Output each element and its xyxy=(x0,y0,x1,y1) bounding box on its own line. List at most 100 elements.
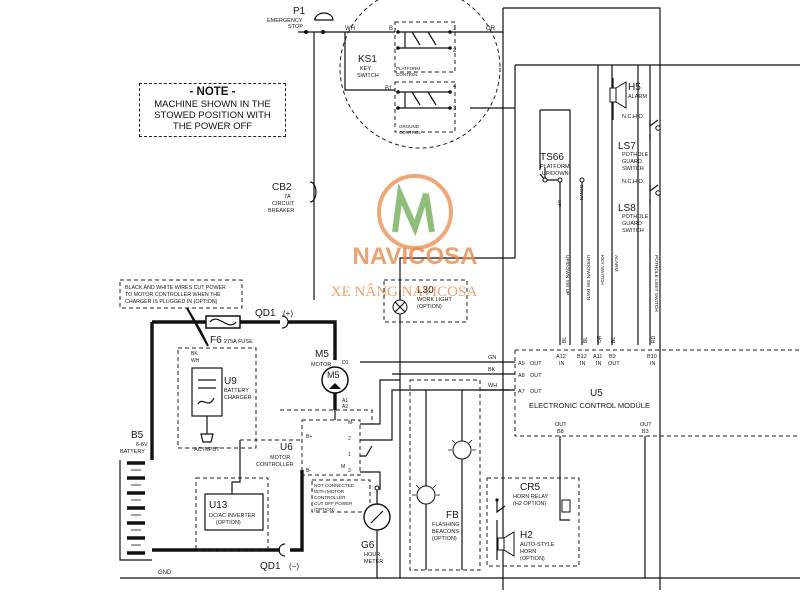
ks1-platform-1: PLATFORM xyxy=(396,66,420,71)
u6-t2: 2 xyxy=(348,436,351,442)
u6-m: M xyxy=(341,464,345,470)
b5-name-1: 6-6V xyxy=(136,442,148,448)
u5-pin-a7: A7 xyxy=(518,389,525,395)
u13-name-2: (OPTION) xyxy=(216,520,241,526)
ks1-term-b1: B1 xyxy=(385,86,393,92)
u5-ecm-box xyxy=(514,349,800,437)
cb2-name-1: 7A xyxy=(284,194,291,200)
l30-label: L30 xyxy=(417,285,434,296)
code-or: OR xyxy=(597,335,603,343)
u9-name-1: BATTERY xyxy=(224,388,249,394)
nc-line-3: CONTROLLER xyxy=(314,495,346,500)
cr5-h2-frame xyxy=(486,477,580,567)
wire-wh: WH xyxy=(488,383,497,389)
vlabel-pothole: POTHOLE LIMIT SWITCH xyxy=(653,255,659,312)
u9-charger-frame xyxy=(177,347,257,449)
wire-bk: BK xyxy=(488,367,496,373)
wire-gn: GN xyxy=(488,355,496,361)
u5-pin-b8: B8 xyxy=(557,429,564,435)
ks1-term-3: 3 xyxy=(453,106,457,112)
nc-line-5: (OPTION) xyxy=(314,507,335,512)
u5-pin-a12-dir: IN xyxy=(559,361,565,367)
ks1-term-2: 2 xyxy=(453,48,457,54)
u9-charger-box xyxy=(191,367,223,417)
h2-name-3: (OPTION) xyxy=(520,556,545,562)
h5-label: H5 xyxy=(628,82,641,93)
ks1-ground-2: CONTROL xyxy=(399,130,421,135)
ks1-key-switch xyxy=(394,21,456,133)
nc-line-1: NOT CONNECTED xyxy=(314,483,355,488)
ks1-detail-circle xyxy=(339,0,501,149)
vlabel-up-dn-dwn: UP/DOWN SW DWN xyxy=(585,255,591,301)
beacon-lamp-top xyxy=(448,436,476,464)
note-line-2: STOWED POSITION WITH xyxy=(154,110,271,121)
wire-wh-top: WH xyxy=(345,26,355,32)
u5-pin-b12-dir: IN xyxy=(580,361,586,367)
ts66-label: TS66 xyxy=(540,152,564,163)
u5-pin-a7-dir: OUT xyxy=(530,389,542,395)
u13-label: U13 xyxy=(209,500,228,511)
battery-bank-b5 xyxy=(119,460,152,561)
p1-label: P1 xyxy=(293,6,306,17)
h2-name-2: HORN xyxy=(520,549,536,555)
note-line-3: THE POWER OFF xyxy=(172,121,253,132)
ks1-name-1: KEY xyxy=(360,66,371,72)
l30-name-2: (OPTION) xyxy=(417,304,442,310)
m5-symbol: M5 xyxy=(327,370,340,380)
horn-relay-cr5 xyxy=(495,498,571,560)
vlabel-alarm: ALARM xyxy=(613,255,619,272)
u5-pin-a9-dir: OUT xyxy=(530,361,542,367)
ls7-name-2: GUARD xyxy=(622,159,642,165)
g6-name-1: HOUR xyxy=(364,552,380,558)
m5-name: MOTOR xyxy=(311,362,331,368)
u6-name-1: MOTOR xyxy=(270,455,290,461)
u6-name-2: CONTROLLER xyxy=(256,462,294,468)
ks1-term-b: B xyxy=(389,26,393,32)
qd1-pos-label: QD1 xyxy=(255,308,276,319)
ls8-name-2: GUARD xyxy=(622,221,642,227)
ks1-ground-1: GROUND xyxy=(399,124,420,129)
charger-note-arrow xyxy=(186,307,209,347)
not-connected-note xyxy=(311,479,371,513)
ks1-term-1: 1 xyxy=(453,26,457,32)
u5-pin-a11: A11 xyxy=(593,354,602,360)
ks1-name-2: SWITCH xyxy=(357,73,379,79)
ls7-label: LS7 xyxy=(618,141,636,152)
ls8-switch xyxy=(649,184,661,205)
u9-wh-label: WH xyxy=(191,358,200,364)
vlabel-key-switch: KEY SWITCH xyxy=(599,255,605,285)
u5-name: ELECTRONIC CONTROL MODULE xyxy=(529,401,650,410)
fb-name-2: BEACONS xyxy=(432,529,459,535)
fb-name-3: (OPTION) xyxy=(432,536,457,542)
charger-note-1: BLACK AND WHITE WIRES CUT POWER xyxy=(125,285,226,291)
emergency-stop-switch xyxy=(304,12,334,34)
p1-name-2: STOP xyxy=(288,24,303,30)
horn-h2-icon xyxy=(497,531,515,557)
u6-motor-controller xyxy=(301,419,361,476)
ls7-nchc: N.C.H.O. xyxy=(622,114,645,120)
cb2-name-2: CIRCUIT xyxy=(272,201,295,207)
ls7-switch xyxy=(649,119,661,140)
u5-pin-a12: A12 xyxy=(556,354,566,360)
ts66-name-2: UP/DOWN xyxy=(542,171,569,177)
fb-name-1: FLASHING xyxy=(432,522,460,528)
u5-pin-b8-dir: OUT xyxy=(555,422,567,428)
u9-name-2: CHARGER xyxy=(224,395,252,401)
h2-label: H2 xyxy=(520,530,533,541)
ks1-label: KS1 xyxy=(358,54,377,65)
wire-or-top: OR xyxy=(486,26,496,32)
h2-name-1: AUTO-STYLE xyxy=(520,542,555,548)
ls8-name-1: POTHOLE xyxy=(622,214,649,220)
ks1-term-4: 4 xyxy=(453,84,457,90)
vlabel-down: DOWN xyxy=(578,185,584,201)
m5-label: M5 xyxy=(315,349,329,360)
code-bl-2: BL xyxy=(583,337,589,343)
note-box: - NOTE - MACHINE SHOWN IN THE STOWED POS… xyxy=(139,83,286,137)
u5-pin-a8-dir: OUT xyxy=(530,373,542,379)
l30-name-1: WORK LIGHT xyxy=(417,297,452,303)
u6-t1: 1 xyxy=(348,452,351,458)
u5-pin-b3-dir: OUT xyxy=(640,422,652,428)
f6-name: 275A FUSE xyxy=(224,339,253,345)
circuit-breaker-symbol xyxy=(309,181,317,203)
note-line-1: MACHINE SHOWN IN THE xyxy=(154,99,271,110)
